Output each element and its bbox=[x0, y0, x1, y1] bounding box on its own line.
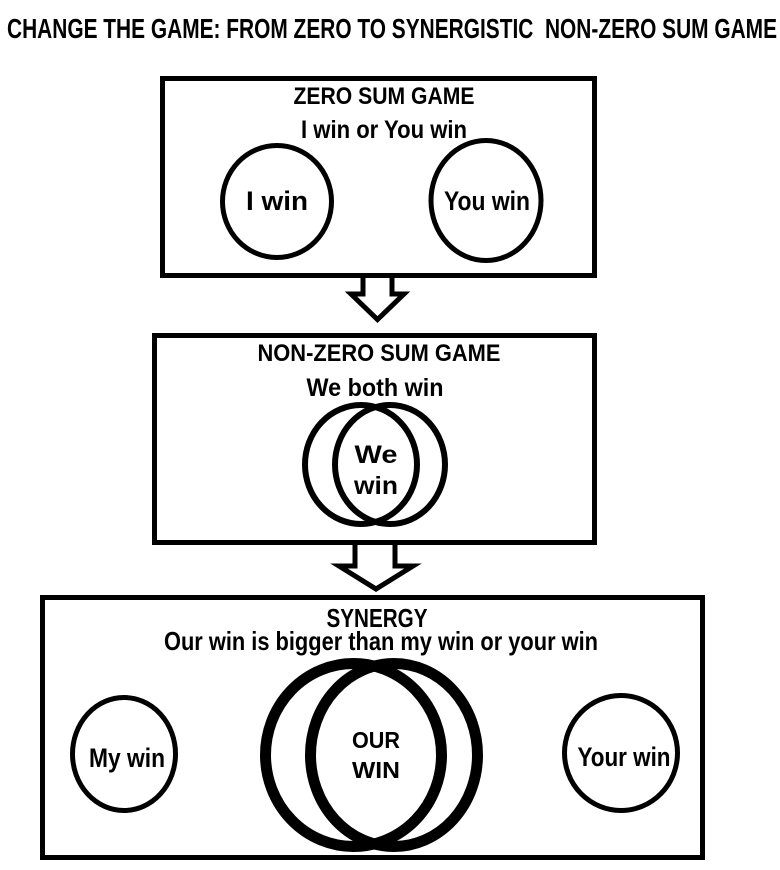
non-zero-sum-box bbox=[152, 333, 597, 545]
your-win-circle bbox=[562, 693, 680, 813]
synergy-venn-right-circle bbox=[305, 658, 483, 852]
down-arrow-icon-1 bbox=[344, 278, 411, 323]
non-zero-sum-subtitle: We both win bbox=[307, 374, 444, 402]
our-win-label-line2: WIN bbox=[352, 757, 400, 783]
you-win-circle bbox=[428, 138, 544, 263]
my-win-circle bbox=[70, 695, 178, 813]
synergy-box bbox=[40, 595, 705, 860]
you-win-label: You win bbox=[444, 186, 530, 216]
zero-sum-heading: ZERO SUM GAME bbox=[294, 83, 475, 110]
down-arrow-icon-2 bbox=[330, 545, 422, 592]
synergy-heading: SYNERGY bbox=[327, 603, 428, 633]
we-win-label-line1: We bbox=[355, 441, 398, 469]
your-win-label: Your win bbox=[578, 742, 671, 772]
i-win-label: I win bbox=[246, 186, 308, 216]
we-win-label-line2: win bbox=[353, 472, 398, 500]
synergy-venn-left-circle bbox=[260, 658, 447, 852]
our-win-label-line1: OUR bbox=[352, 727, 400, 753]
page-title: CHANGE THE GAME: FROM ZERO TO SYNERGISTI… bbox=[7, 13, 777, 44]
venn-right-circle bbox=[332, 402, 448, 527]
synergy-subtitle: Our win is bigger than my win or your wi… bbox=[164, 626, 598, 656]
venn-left-circle bbox=[302, 402, 420, 527]
i-win-circle bbox=[220, 143, 334, 260]
non-zero-sum-heading: NON-ZERO SUM GAME bbox=[258, 340, 501, 367]
zero-sum-subtitle: I win or You win bbox=[301, 116, 467, 144]
my-win-label: My win bbox=[89, 743, 165, 773]
